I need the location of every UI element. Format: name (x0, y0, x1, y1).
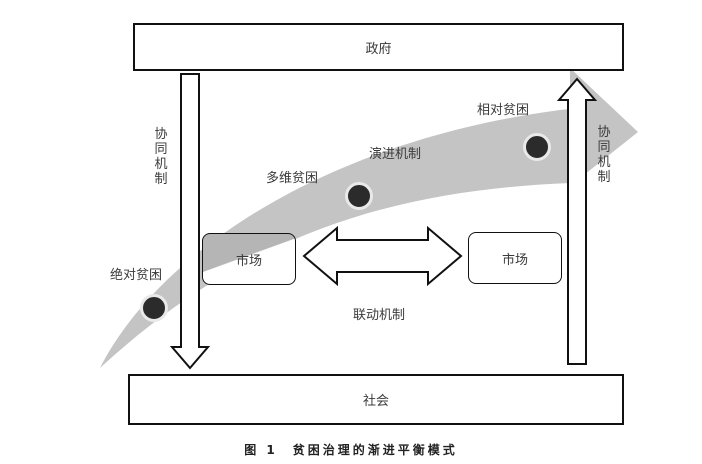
stage-label-absolute-poverty: 绝对贫困 (110, 268, 163, 283)
government-label: 政府 (365, 41, 392, 57)
right-up-arrow (556, 77, 598, 365)
stage-dot-multidimensional-poverty (345, 182, 373, 210)
double-arrow (302, 225, 463, 287)
figure-caption: 图 1 贫困治理的渐进平衡模式 (244, 443, 458, 457)
government-box: 政府 (133, 23, 624, 71)
left-market-box: 市场 (202, 233, 296, 285)
left-down-arrow (169, 73, 211, 370)
stage-label-relative-poverty: 相对贫困 (477, 103, 530, 118)
link-mechanism-label: 联动机制 (353, 308, 406, 323)
right-market-box: 市场 (468, 232, 562, 284)
evolution-mechanism-label: 演进机制 (369, 147, 422, 162)
right-coordination-label: 协同机制 (597, 125, 611, 185)
society-box: 社会 (128, 374, 624, 425)
society-label: 社会 (362, 394, 389, 409)
left-market-label: 市场 (235, 253, 262, 269)
right-market-label: 市场 (501, 252, 528, 268)
left-coordination-label: 协同机制 (154, 127, 168, 187)
stage-dot-absolute-poverty (140, 294, 168, 322)
stage-dot-relative-poverty (523, 133, 551, 161)
evolution-curve-arrow (100, 68, 638, 368)
stage-label-multidimensional-poverty: 多维贫困 (266, 171, 319, 186)
